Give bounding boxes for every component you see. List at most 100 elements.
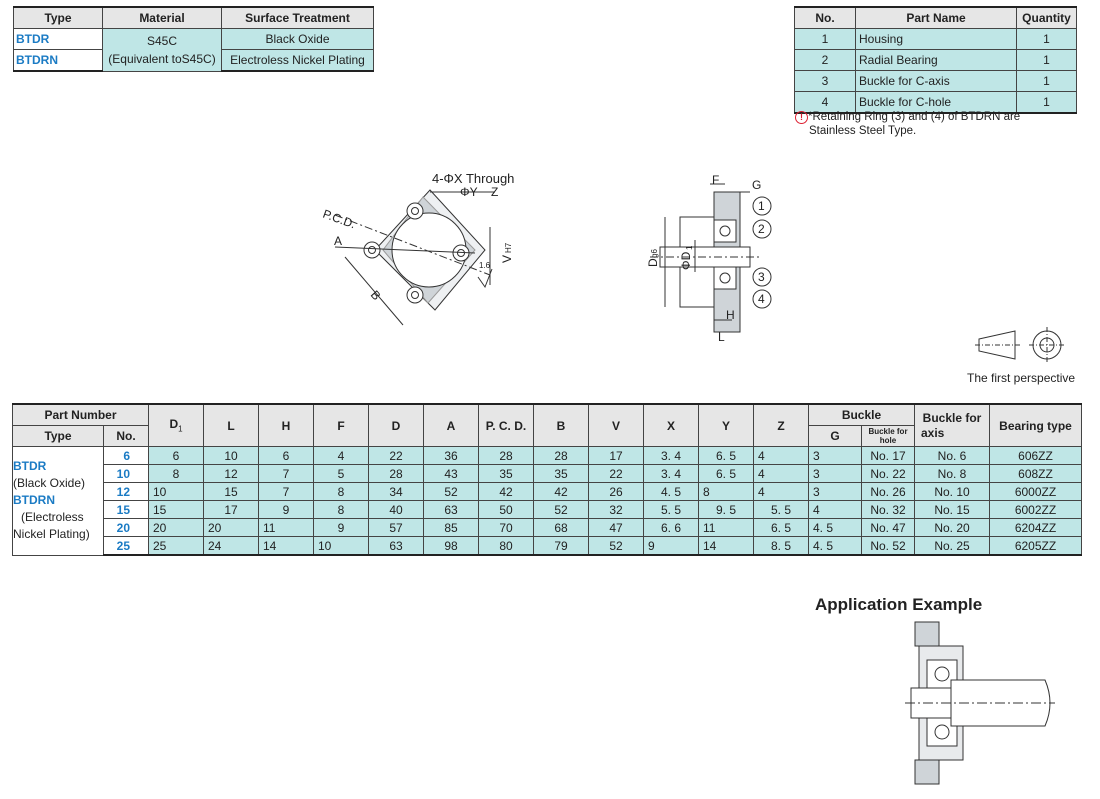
- header-material: Material: [102, 6, 222, 29]
- header-part-number: Part Number: [12, 403, 149, 426]
- callout-1: 1: [758, 199, 765, 213]
- h-label: H: [726, 308, 735, 322]
- material-cell: S45C (Equivalent toS45C): [102, 28, 222, 72]
- header-h: H: [258, 403, 314, 447]
- cell-v: 32: [588, 500, 644, 519]
- a-dimension-line: [334, 246, 476, 254]
- side-section-drawing: F G H L D g6 ΦD 1 1 2 3 4: [646, 173, 772, 344]
- roughness-value: 1.6: [479, 261, 491, 270]
- d-label: D: [646, 258, 660, 267]
- header-type: Type: [13, 6, 103, 29]
- cell-v: 47: [588, 518, 644, 537]
- cell-y: 8: [698, 482, 754, 501]
- cell-pcd: 70: [478, 518, 534, 537]
- header-z: Z: [753, 403, 809, 447]
- callout-circle-icon: [752, 267, 772, 287]
- cell-z: 4: [753, 482, 809, 501]
- header-d1-sub: 1: [178, 424, 183, 434]
- row-no: 15: [103, 500, 149, 519]
- header-type: Type: [12, 425, 104, 447]
- part-no: 2: [794, 49, 856, 71]
- cell-buckle-axis: No. 25: [914, 536, 990, 556]
- cell-l: 20: [203, 518, 259, 537]
- cell-v: 26: [588, 482, 644, 501]
- cell-b: 52: [533, 500, 589, 519]
- header-buckle-hole: Buckle for hole: [861, 425, 915, 447]
- type-btdrn-finish-1: (Electroless: [21, 510, 84, 525]
- table-row: 12 10 15 7 8 34 52 42 42 26 4. 5 8 4 3 N…: [13, 482, 1082, 501]
- cell-a: 52: [423, 482, 479, 501]
- ball-icon: [934, 724, 950, 740]
- cell-d: 40: [368, 500, 424, 519]
- row-no: 10: [103, 464, 149, 483]
- through-label: 4-ΦX Through: [432, 171, 514, 186]
- cell-buckle-axis: No. 20: [914, 518, 990, 537]
- f-label: F: [712, 173, 719, 187]
- header-l: L: [203, 403, 259, 447]
- header-y: Y: [698, 403, 754, 447]
- table-row: 1 Housing 1: [794, 28, 1077, 50]
- cell-a: 36: [423, 446, 479, 465]
- cell-pcd: 28: [478, 446, 534, 465]
- cell-d: 22: [368, 446, 424, 465]
- cell-g: 3: [808, 446, 862, 465]
- part-name: Radial Bearing: [855, 49, 1017, 71]
- callout-2: 2: [758, 222, 765, 236]
- cell-v: 22: [588, 464, 644, 483]
- cell-y: 14: [698, 536, 754, 556]
- cell-x: 5. 5: [643, 500, 699, 519]
- header-f: F: [313, 403, 369, 447]
- cell-pcd: 42: [478, 482, 534, 501]
- cell-z: 5. 5: [753, 500, 809, 519]
- d1-subscript: 1: [685, 245, 694, 250]
- treatment-cell: Black Oxide: [221, 28, 374, 50]
- cell-f: 9: [313, 518, 369, 537]
- cell-g: 3: [808, 482, 862, 501]
- roughness-symbol-icon: [477, 268, 493, 289]
- type-btdrn: BTDRN: [13, 493, 55, 508]
- mount-hole-icon: [411, 291, 419, 299]
- type-cell: BTDRN: [13, 49, 103, 72]
- cell-pcd: 50: [478, 500, 534, 519]
- cell-g: 4. 5: [808, 518, 862, 537]
- header-pcd: P. C. D.: [478, 403, 534, 447]
- part-name: Housing: [855, 28, 1017, 50]
- cell-l: 15: [203, 482, 259, 501]
- mount-hole-icon: [406, 202, 424, 220]
- cell-b: 68: [533, 518, 589, 537]
- cell-h: 9: [258, 500, 314, 519]
- part-qty: 1: [1016, 91, 1077, 114]
- cell-a: 63: [423, 500, 479, 519]
- table-row: BTDR (Black Oxide) BTDRN (Electroless Ni…: [12, 446, 1082, 556]
- cell-bearing: 608ZZ: [989, 464, 1082, 483]
- type-btdr-finish: (Black Oxide): [13, 476, 86, 491]
- g-label: G: [752, 178, 761, 192]
- cell-z: 4: [753, 446, 809, 465]
- cell-x: 3. 4: [643, 446, 699, 465]
- material-name: S45C: [146, 33, 178, 48]
- mount-hole-icon: [363, 241, 381, 259]
- callout-circle-icon: [752, 196, 772, 216]
- cell-d1: 15: [148, 500, 204, 519]
- cell-buckle-axis: No. 8: [914, 464, 990, 483]
- table-row: 20 20 20 11 9 57 85 70 68 47 6. 6 11 6. …: [13, 518, 1082, 537]
- header-bearing-type: Bearing type: [989, 403, 1082, 447]
- cell-bearing: 6204ZZ: [989, 518, 1082, 537]
- table-row: 3 Buckle for C-axis 1: [794, 70, 1077, 92]
- cell-d1: 25: [148, 536, 204, 556]
- row-no: 6: [103, 446, 149, 465]
- cell-b: 79: [533, 536, 589, 556]
- part-qty: 1: [1016, 49, 1077, 71]
- row-no: 25: [103, 536, 149, 556]
- cell-b: 42: [533, 482, 589, 501]
- b-label: B: [368, 288, 384, 303]
- cell-z: 8. 5: [753, 536, 809, 556]
- note-line-1: *Retaining Ring (3) and (4) of BTDRN are: [808, 111, 1021, 123]
- cell-l: 17: [203, 500, 259, 519]
- header-g: G: [808, 425, 862, 447]
- application-example-title: Application Example: [815, 595, 983, 614]
- ball-icon: [719, 225, 731, 237]
- header-b: B: [533, 403, 589, 447]
- table-row: 2 Radial Bearing 1: [794, 49, 1077, 71]
- cell-a: 98: [423, 536, 479, 556]
